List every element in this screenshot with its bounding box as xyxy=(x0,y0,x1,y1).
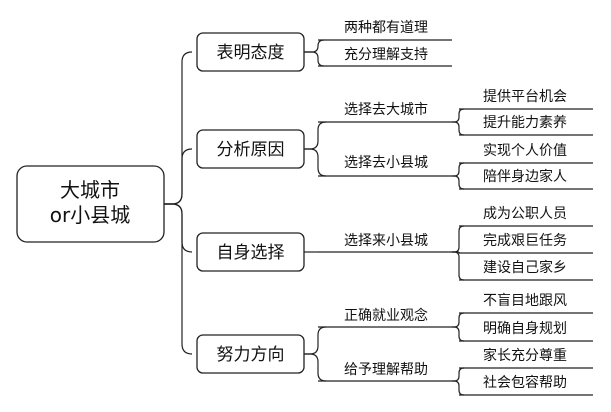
leaf-label: 明确自身规划 xyxy=(483,321,567,337)
root-node-box xyxy=(16,165,165,243)
sub-topic-label: 选择来小县城 xyxy=(344,233,428,249)
leaf-label: 完成艰巨任务 xyxy=(483,233,567,249)
branch-connector xyxy=(304,353,327,382)
branch-node: 分析原因 xyxy=(196,129,305,169)
branch-node-box xyxy=(196,334,305,374)
root-node: 大城市 or小县城 xyxy=(16,165,165,243)
sub-topic-connector xyxy=(452,326,465,342)
branch-node: 自身选择 xyxy=(196,232,305,272)
root-connector xyxy=(164,203,193,355)
branch-node: 表明态度 xyxy=(196,32,305,72)
sub-topic-connector xyxy=(452,251,465,281)
branch-connector xyxy=(304,148,327,177)
branch-label: 自身选择 xyxy=(217,243,285,263)
sub-topic-label: 给予理解帮助 xyxy=(344,362,428,378)
connector-lines xyxy=(164,39,593,396)
leaf-label: 提升能力素养 xyxy=(483,115,567,131)
root-title-line-1: 大城市 xyxy=(60,178,120,202)
branch-connector xyxy=(304,51,325,67)
leaf-label: 家长充分尊重 xyxy=(483,347,567,364)
sub-topic-connector xyxy=(452,121,465,136)
sub-topic-connector xyxy=(452,367,465,382)
branch-label: 努力方向 xyxy=(217,345,285,365)
sub-topic-label: 选择去大城市 xyxy=(344,101,428,118)
sub-topic-label: 正确就业观念 xyxy=(344,307,428,324)
branch-node-box xyxy=(196,129,305,169)
leaf-label: 实现个人价值 xyxy=(483,143,567,159)
root-connector xyxy=(164,148,193,205)
sub-topic-connector xyxy=(452,175,465,190)
leaf-label: 陪伴身边家人 xyxy=(483,168,567,185)
sub-topic-connector xyxy=(452,312,465,328)
leaf-label: 不盲目地跟风 xyxy=(483,292,567,309)
sub-topic-connector xyxy=(452,225,465,253)
sub-topic-connector xyxy=(452,108,465,123)
branch-label: 表明态度 xyxy=(217,43,285,63)
sub-topic-connector xyxy=(452,380,465,396)
sub-topic-label: 充分理解支持 xyxy=(344,47,428,63)
sub-topic-connector xyxy=(452,162,465,177)
root-title-line-2: or小县城 xyxy=(50,203,130,227)
branch-connector xyxy=(304,39,325,53)
leaf-label: 建设自己家乡 xyxy=(483,259,567,276)
branch-node-box xyxy=(196,32,305,72)
branch-node: 努力方向 xyxy=(196,334,305,374)
leaf-label: 提供平台机会 xyxy=(483,89,567,105)
sub-topic-label: 两种都有道理 xyxy=(344,20,428,36)
branch-label: 分析原因 xyxy=(217,140,285,160)
leaf-label: 成为公职人员 xyxy=(483,206,567,222)
leaf-label: 社会包容帮助 xyxy=(483,374,567,391)
branch-node-box xyxy=(196,232,305,272)
root-connector xyxy=(164,51,193,205)
root-connector xyxy=(164,203,193,253)
branch-connector xyxy=(304,326,327,355)
sub-topic-label: 选择去小县城 xyxy=(344,155,428,171)
branch-connector xyxy=(304,121,327,150)
